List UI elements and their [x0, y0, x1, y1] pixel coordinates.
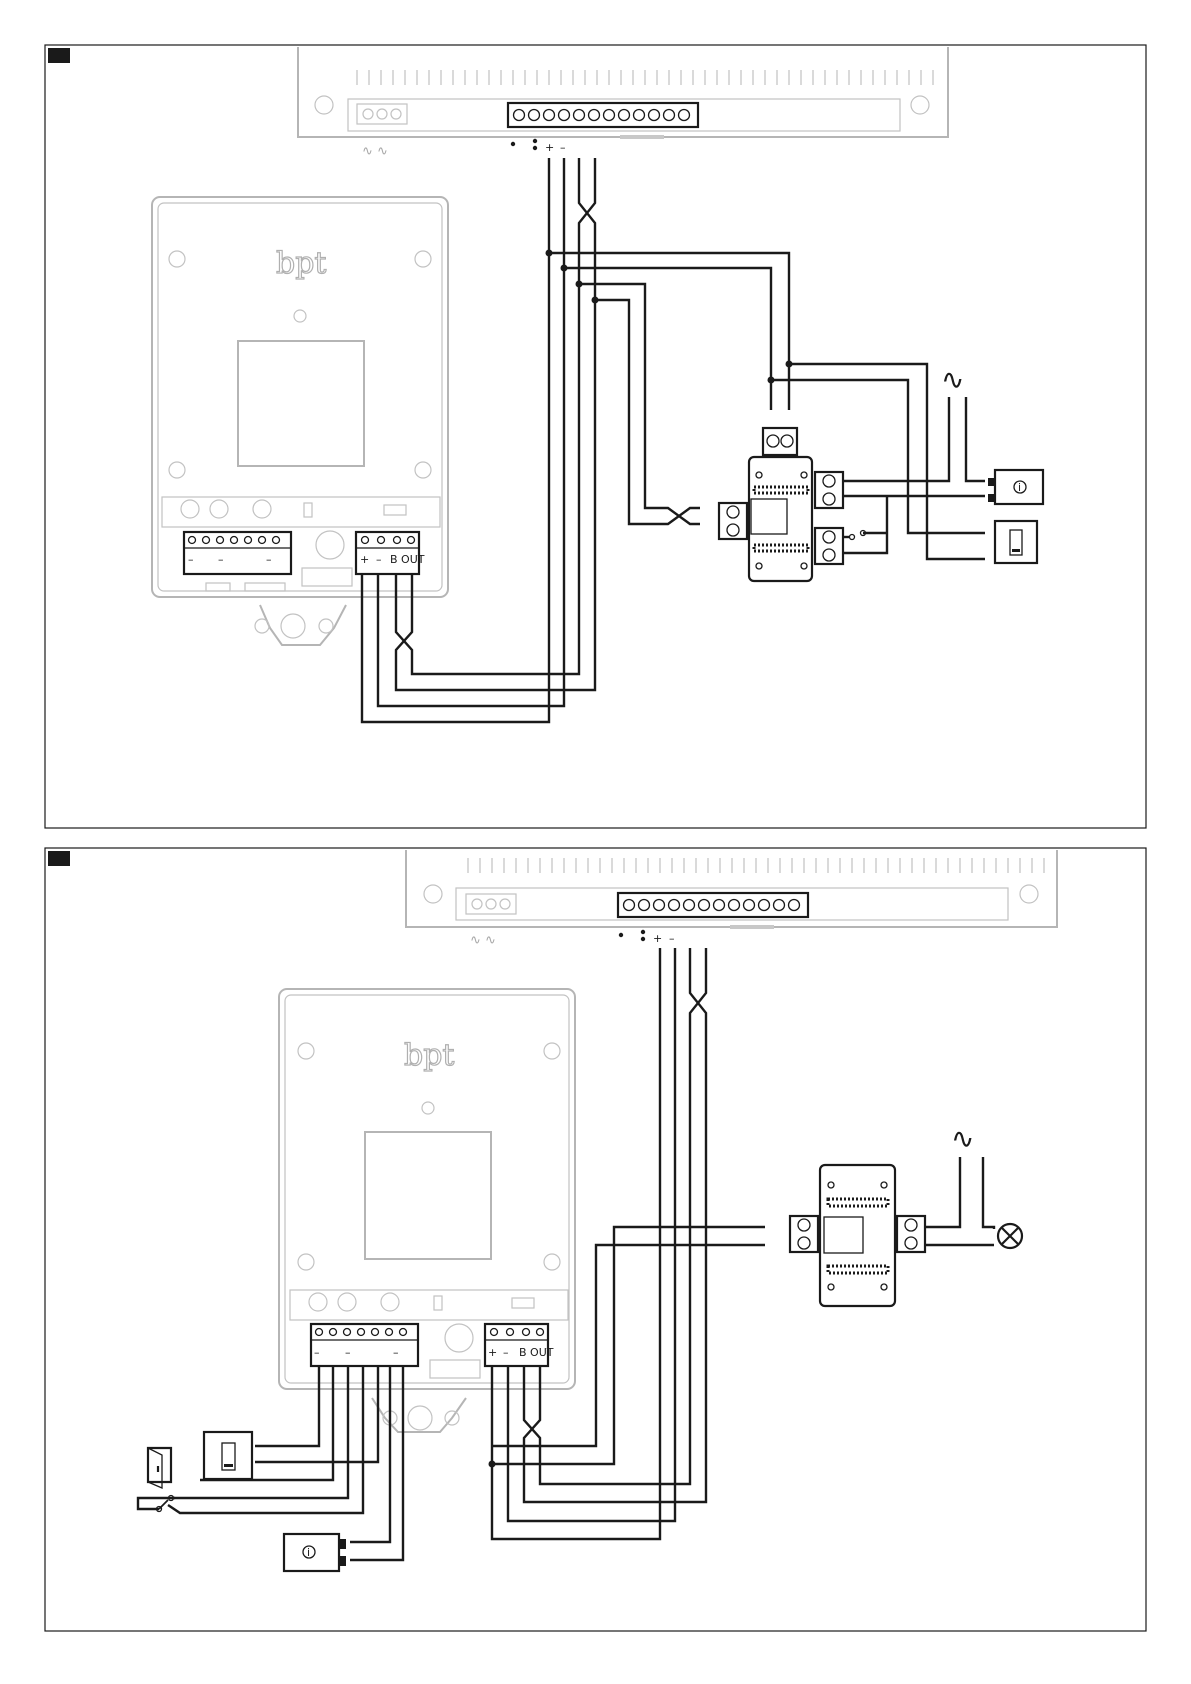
bus-terminal-block-2: + – [618, 893, 808, 945]
lamp-wiring [925, 1157, 1022, 1248]
bus-plus-label-2: + [653, 932, 662, 945]
bus-wiring [362, 158, 595, 722]
svg-text:–: – [218, 553, 224, 566]
bell-push-symbol: i [1018, 481, 1021, 494]
bus-minus-label-2: – [669, 932, 675, 945]
bell-push-device-2: i [284, 1534, 346, 1571]
bpt-logo-2: bpt [404, 1038, 454, 1073]
door-switch-device [995, 521, 1037, 563]
svg-text:–: – [393, 1346, 399, 1359]
external-unit: bpt [152, 197, 448, 645]
figure-1-marker [48, 48, 70, 63]
svg-text:B OUT: B OUT [390, 553, 425, 566]
door-switch-device-2 [204, 1432, 252, 1479]
ac-supply-symbol-2: ∿ [951, 1122, 974, 1155]
svg-text:–: – [345, 1346, 351, 1359]
figure-1: ∿ ∿ + – bpt [45, 45, 1146, 828]
svg-text:+: + [488, 1346, 497, 1359]
bpt-logo: bpt [276, 246, 326, 281]
bus-minus-label: – [560, 141, 566, 154]
svg-text:+: + [360, 553, 369, 566]
bus-plus-label: + [545, 141, 554, 154]
svg-text:–: – [188, 553, 194, 566]
unit-terminal-strip-right-2: + – B OUT [485, 1324, 554, 1366]
svg-text:–: – [376, 553, 382, 566]
relay-module-2 [790, 1165, 925, 1306]
relay-module [719, 428, 843, 581]
svg-text:–: – [266, 553, 272, 566]
branch-wiring [546, 250, 790, 525]
figure-2-marker [48, 851, 70, 866]
bell-push-symbol-2: i [307, 1546, 310, 1559]
unit-terminal-strip-right: + – B OUT [356, 532, 425, 574]
door-device-wiring [138, 1366, 403, 1560]
unit-terminal-strip-left-2: – – – [311, 1324, 418, 1366]
supply-terminal-label: ∿ ∿ [362, 144, 388, 159]
svg-text:–: – [314, 1346, 320, 1359]
svg-text:B OUT: B OUT [519, 1346, 554, 1359]
power-supply-unit-2: ∿ ∿ [406, 850, 1057, 948]
bus-wiring-2 [492, 948, 706, 1539]
bus-terminal-block: + – [508, 103, 698, 154]
unit-terminal-strip-left: – – – [184, 532, 291, 574]
bell-push-device: i [988, 470, 1043, 504]
svg-text:–: – [503, 1346, 509, 1359]
door-lock-device [148, 1448, 171, 1488]
figure-2: ∿ ∿ + – bpt [45, 848, 1146, 1631]
supply-terminal-label-2: ∿ ∿ [470, 933, 496, 948]
ac-supply-symbol: ∿ [941, 363, 964, 396]
